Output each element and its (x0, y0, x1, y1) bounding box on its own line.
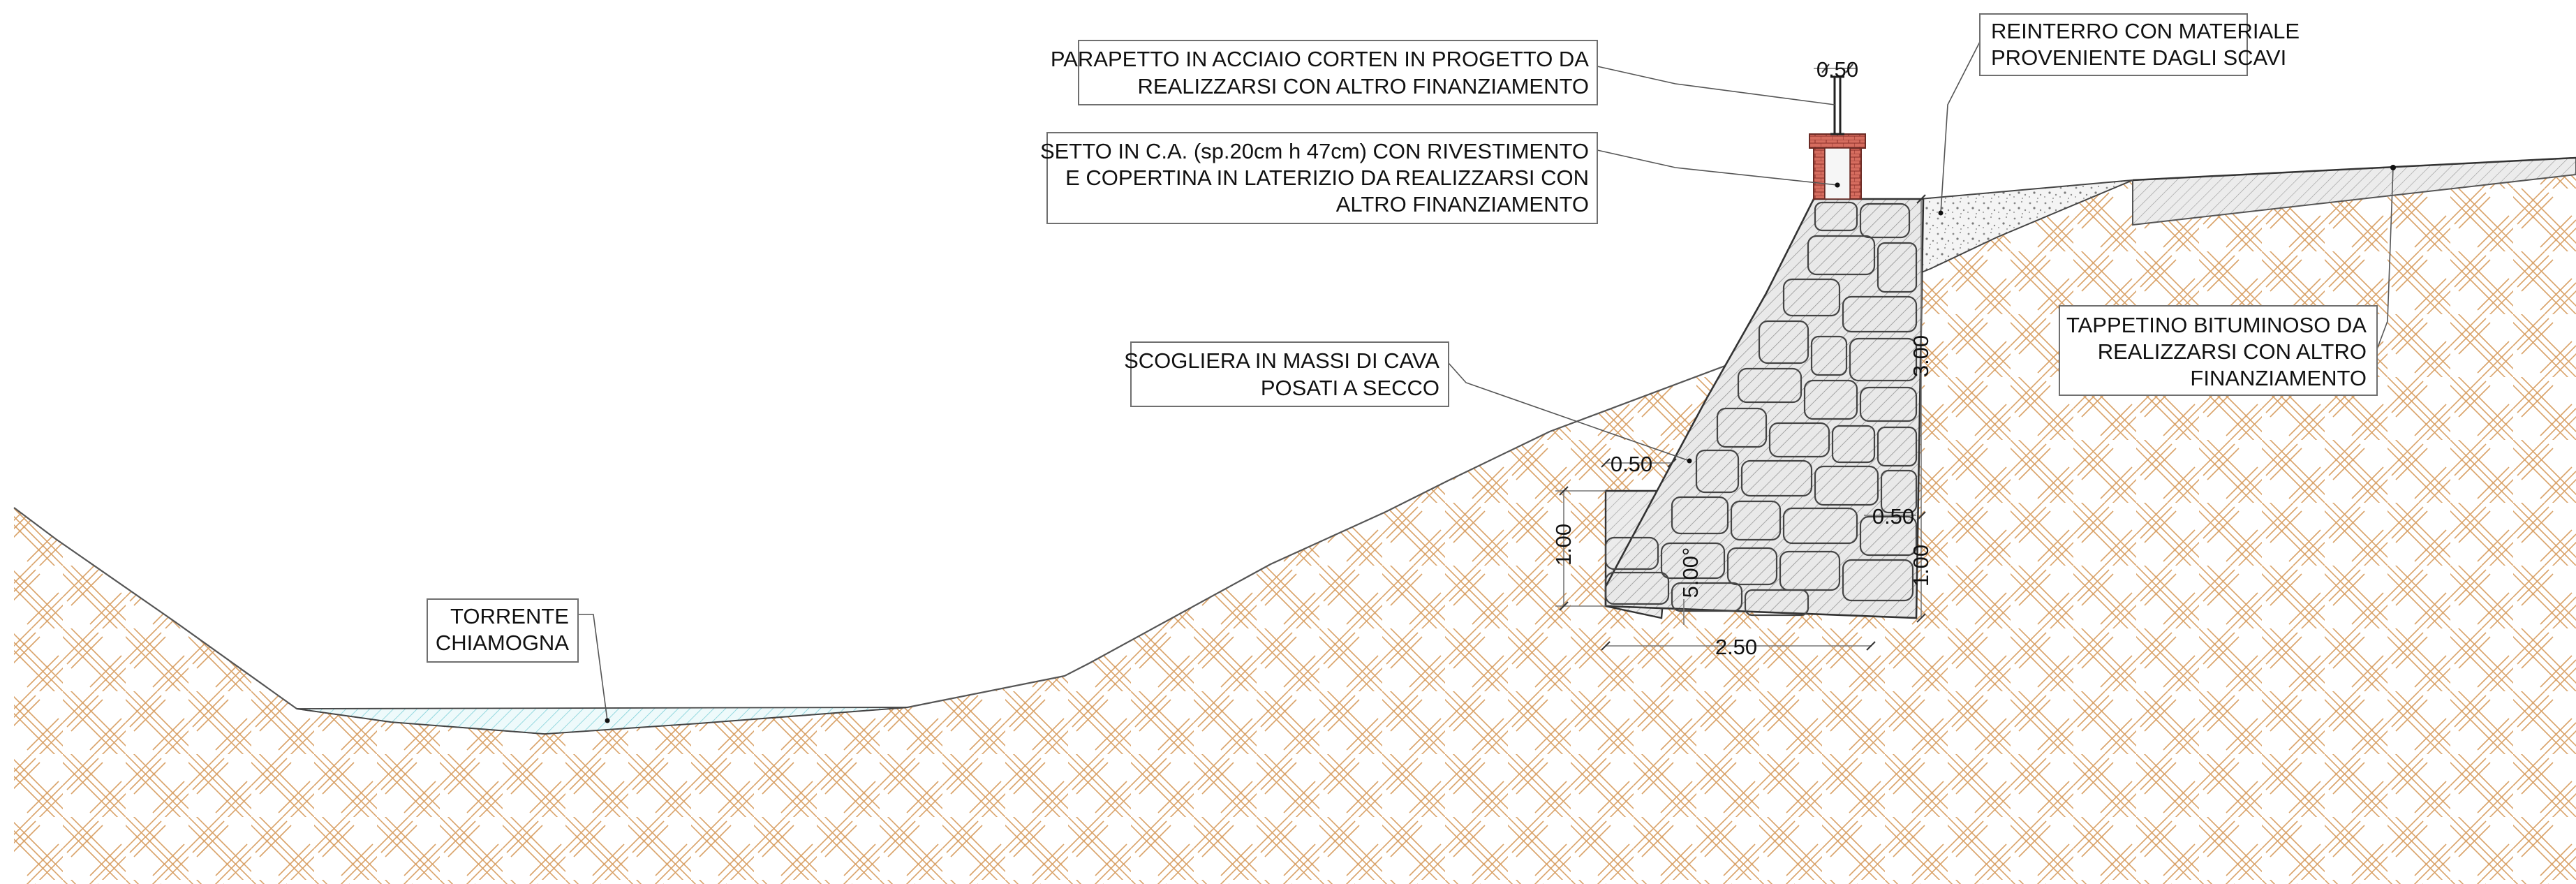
dim-base-slope: 5.00° (1678, 547, 1703, 625)
soil-mass (14, 158, 2576, 884)
rock-boulders (1604, 201, 1918, 617)
svg-text:ALTRO FINANZIAMENTO: ALTRO FINANZIAMENTO (1336, 192, 1589, 216)
svg-text:SETTO IN C.A. (sp.20cm h 47cm): SETTO IN C.A. (sp.20cm h 47cm) CON RIVES… (1040, 139, 1589, 163)
svg-text:TORRENTE: TORRENTE (450, 604, 569, 628)
dim-label-base-offset: 0.50 (1872, 504, 1914, 529)
svg-text:TAPPETINO BITUMINOSO DA: TAPPETINO BITUMINOSO DA (2066, 313, 2367, 337)
dim-label-foundation-right: 1.00 (1909, 545, 1933, 587)
brick-parapet-wall (1809, 133, 1866, 200)
leader-torrente (578, 614, 608, 721)
dim-label-base-width: 2.50 (1715, 635, 1757, 659)
dim-top-offset: 0.50 (1601, 452, 1677, 476)
label-torrente: TORRENTE CHIAMOGNA (427, 598, 579, 663)
corten-railing (1830, 75, 1844, 135)
svg-text:REALIZZARSI CON ALTRO: REALIZZARSI CON ALTRO (2098, 339, 2367, 364)
dim-parapetto-height: 0.50 (1814, 57, 1858, 82)
svg-text:PARAPETTO IN ACCIAIO CORTEN IN: PARAPETTO IN ACCIAIO CORTEN IN PROGETTO … (1051, 47, 1589, 71)
leader-parapetto (1597, 66, 1835, 105)
svg-text:POSATI A SECCO: POSATI A SECCO (1261, 376, 1439, 400)
dim-foundation-height-left: 1.00 (1551, 486, 1606, 611)
label-setto: SETTO IN C.A. (sp.20cm h 47cm) CON RIVES… (1040, 132, 1598, 224)
dim-wall-height: 3.00 1.00 (1909, 194, 1933, 623)
label-reinterro: REINTERRO CON MATERIALE PROVENIENTE DAGL… (1979, 13, 2300, 76)
label-tappetino: TAPPETINO BITUMINOSO DA REALIZZARSI CON … (2059, 305, 2378, 396)
dim-base-offset: 0.50 (1864, 504, 1916, 529)
label-parapetto: PARAPETTO IN ACCIAIO CORTEN IN PROGETTO … (1051, 40, 1598, 105)
dim-label-base-slope: 5.00° (1678, 547, 1703, 598)
dim-label-top-offset: 0.50 (1611, 452, 1652, 476)
svg-text:SCOGLIERA IN MASSI DI CAVA: SCOGLIERA IN MASSI DI CAVA (1124, 348, 1439, 373)
torrent-water (296, 707, 908, 735)
svg-text:REINTERRO CON MATERIALE: REINTERRO CON MATERIALE (1991, 19, 2300, 43)
road-surface-line (2132, 156, 2576, 182)
dim-base-width: 2.50 (1601, 635, 1876, 659)
leader-tappetino (2376, 167, 2394, 350)
svg-text:REALIZZARSI CON ALTRO FINANZIA: REALIZZARSI CON ALTRO FINANZIAMENTO (1138, 74, 1590, 98)
dim-label-foundation-left: 1.00 (1551, 524, 1576, 566)
svg-text:FINANZIAMENTO: FINANZIAMENTO (2190, 366, 2367, 390)
leader-scogliera (1448, 362, 1690, 462)
dim-label-parapetto: 0.50 (1816, 57, 1858, 82)
dim-label-wall-height: 3.00 (1909, 335, 1933, 377)
leader-reinterro (1940, 41, 1981, 214)
svg-text:E COPERTINA IN LATERIZIO DA RE: E COPERTINA IN LATERIZIO DA REALIZZARSI … (1065, 165, 1589, 190)
svg-text:PROVENIENTE DAGLI SCAVI: PROVENIENTE DAGLI SCAVI (1991, 45, 2286, 70)
label-scogliera: SCOGLIERA IN MASSI DI CAVA POSATI A SECC… (1124, 341, 1449, 407)
leader-setto (1597, 149, 1838, 186)
svg-text:CHIAMOGNA: CHIAMOGNA (436, 631, 570, 655)
